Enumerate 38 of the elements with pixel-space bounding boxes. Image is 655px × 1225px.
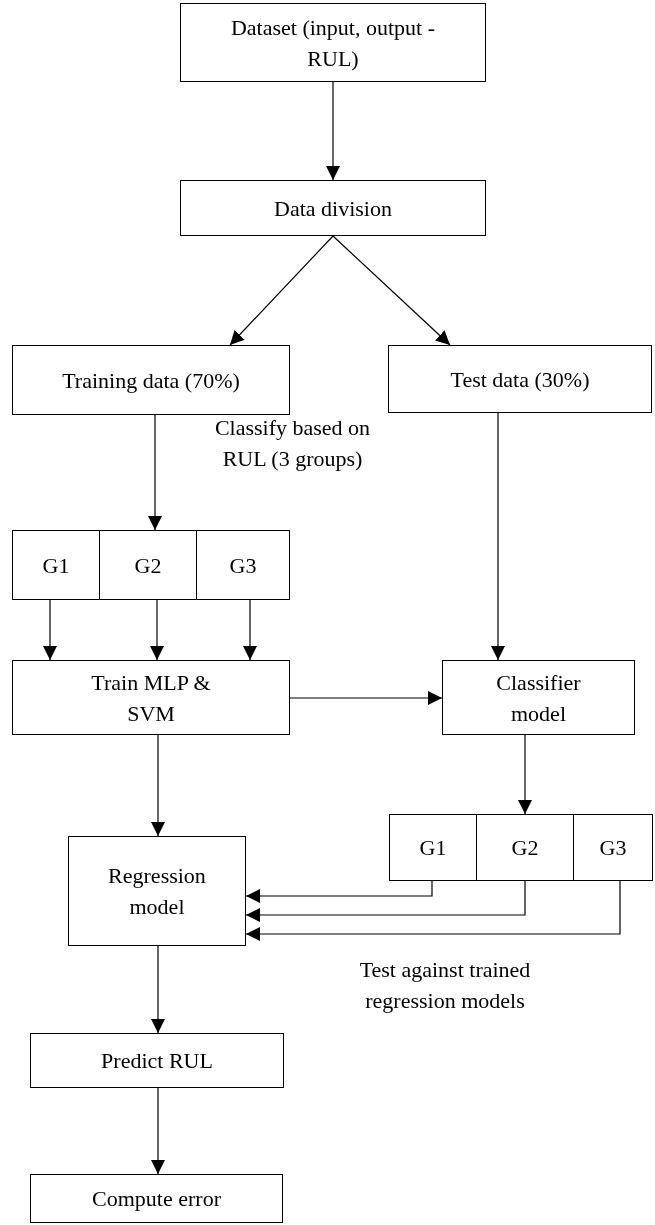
process-box bbox=[388, 345, 652, 413]
box-text: Data division bbox=[274, 194, 392, 223]
box-text: Classifier model bbox=[495, 668, 582, 728]
process-box bbox=[68, 836, 246, 946]
box-text: G2 bbox=[134, 551, 162, 580]
arrow bbox=[289, 691, 443, 705]
arrow bbox=[148, 414, 162, 531]
arrow bbox=[491, 412, 505, 661]
arrow bbox=[332, 235, 451, 346]
box-text: Compute error bbox=[92, 1185, 221, 1213]
box-text: Train MLP & SVM bbox=[90, 668, 212, 728]
process-box bbox=[180, 180, 486, 236]
box-text: G2 bbox=[511, 834, 539, 862]
box-text: G3 bbox=[229, 551, 257, 580]
arrow bbox=[229, 235, 334, 346]
process-box bbox=[12, 345, 290, 415]
box-text: Dataset (input, output - RUL) bbox=[229, 13, 437, 73]
group-box bbox=[389, 814, 653, 881]
process-box bbox=[30, 1033, 284, 1088]
annotation-text: Classify based on RUL (3 groups) bbox=[213, 413, 372, 473]
group-box bbox=[12, 530, 290, 600]
box-text: Regression model bbox=[107, 862, 207, 921]
process-box bbox=[12, 660, 290, 735]
box-text: G1 bbox=[42, 551, 70, 580]
box-text: Test data (30%) bbox=[450, 365, 590, 394]
process-box bbox=[442, 660, 635, 735]
arrow bbox=[326, 81, 340, 181]
arrow bbox=[151, 734, 165, 837]
process-box bbox=[30, 1174, 283, 1223]
box-text: G3 bbox=[599, 834, 627, 862]
arrow bbox=[151, 945, 165, 1034]
process-box bbox=[180, 3, 486, 82]
box-text: Predict RUL bbox=[101, 1047, 213, 1075]
arrow bbox=[151, 1087, 165, 1175]
box-text: G1 bbox=[419, 834, 447, 862]
arrow bbox=[518, 734, 532, 815]
box-text: Training data (70%) bbox=[62, 366, 240, 395]
annotation-text: Test against trained regression models bbox=[358, 956, 532, 1015]
